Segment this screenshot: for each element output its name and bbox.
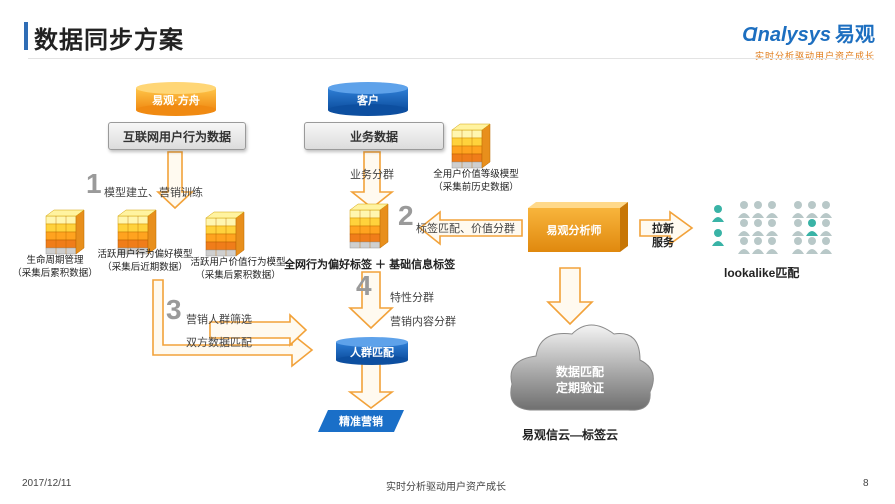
lookalike-label: lookalike匹配 bbox=[724, 266, 800, 280]
people-match-label: 人群匹配 bbox=[350, 346, 394, 359]
cube-all-value bbox=[451, 123, 491, 169]
logo-cn: 易观 bbox=[835, 24, 875, 46]
step-2-text: 标签匹配、价值分群 bbox=[416, 223, 515, 235]
model-lifecycle-caption: 生命周期管理（采集后累积数据） bbox=[12, 255, 98, 279]
footer-slogan: 实时分析驱动用户资产成长 bbox=[386, 482, 506, 493]
step-3-number: 3 bbox=[166, 294, 182, 325]
logo-text: nalysys bbox=[757, 24, 831, 46]
tags-label: 全网行为偏好标签 ＋ 基础信息标签 bbox=[284, 259, 456, 271]
step-1-number: 1 bbox=[86, 168, 102, 199]
arrow-analyst-down bbox=[546, 267, 594, 326]
cloud-text: 数据匹配定期验证 bbox=[555, 365, 604, 395]
arrow-business-down bbox=[349, 151, 395, 210]
step-3-text-2: 双方数据匹配 bbox=[186, 337, 252, 349]
page-title: 数据同步方案 bbox=[34, 27, 184, 54]
cyl-yiguan bbox=[136, 82, 216, 116]
analyst-label: 易观分析师 bbox=[546, 225, 602, 237]
arrow-yiguan-down bbox=[155, 151, 195, 210]
arrow-step3-upper bbox=[209, 313, 308, 347]
cyl-client bbox=[328, 82, 408, 116]
business-group-label: 业务分群 bbox=[350, 169, 394, 181]
step-4-text-2: 营销内容分群 bbox=[390, 316, 456, 328]
step-2-number: 2 bbox=[398, 200, 414, 231]
source-client-label: 客户 bbox=[357, 95, 379, 107]
footer-date: 2017/12/11 bbox=[22, 478, 72, 489]
step-4-text-1: 特性分群 bbox=[390, 292, 434, 304]
page-number: 8 bbox=[863, 478, 869, 489]
people-grid bbox=[712, 201, 832, 254]
cloud-caption: 易观信云—标签云 bbox=[522, 428, 619, 442]
ribbon-internet-behavior: 互联网用户行为数据 bbox=[108, 122, 246, 150]
step-1-text: 模型建立、营销训练 bbox=[104, 187, 203, 199]
title-accent-bar bbox=[24, 22, 28, 50]
header-divider bbox=[28, 58, 873, 59]
flow-arrows bbox=[152, 151, 694, 410]
analyst-box bbox=[528, 202, 628, 252]
step-3-text-1: 营销人群筛选 bbox=[186, 314, 252, 326]
logo-a-icon: Ɑ bbox=[742, 24, 758, 46]
model-active-value-caption: 活跃用户价值行为模型（采集后累积数据） bbox=[190, 257, 286, 281]
arrow-match-down bbox=[347, 363, 395, 410]
source-yiguan-label: 易观·方舟 bbox=[152, 95, 200, 107]
step-4-number: 4 bbox=[356, 270, 372, 301]
cube-active-value bbox=[205, 211, 245, 257]
lashin-service-label: 拉新服务 bbox=[652, 223, 674, 249]
logo-slogan: 实时分析驱动用户资产成长 bbox=[754, 51, 875, 61]
cube-lifecycle bbox=[45, 209, 85, 255]
model-all-value-caption: 全用户价值等级模型（采集前历史数据） bbox=[433, 169, 519, 193]
model-active-pref-caption: 活跃用户行为偏好模型（采集后近期数据） bbox=[97, 249, 193, 273]
ribbon-business-data: 业务数据 bbox=[304, 122, 444, 150]
arrow-step4-down bbox=[348, 271, 394, 330]
cyl-people-match bbox=[336, 337, 408, 365]
cloud-shape bbox=[510, 324, 654, 411]
precision-label: 精准营销 bbox=[339, 416, 383, 428]
arrow-analyst-left bbox=[418, 210, 523, 246]
cube-tags bbox=[349, 203, 389, 249]
arrow-lashin-right bbox=[639, 210, 694, 246]
precision-shape bbox=[318, 410, 404, 432]
arrow-step3 bbox=[152, 279, 314, 368]
